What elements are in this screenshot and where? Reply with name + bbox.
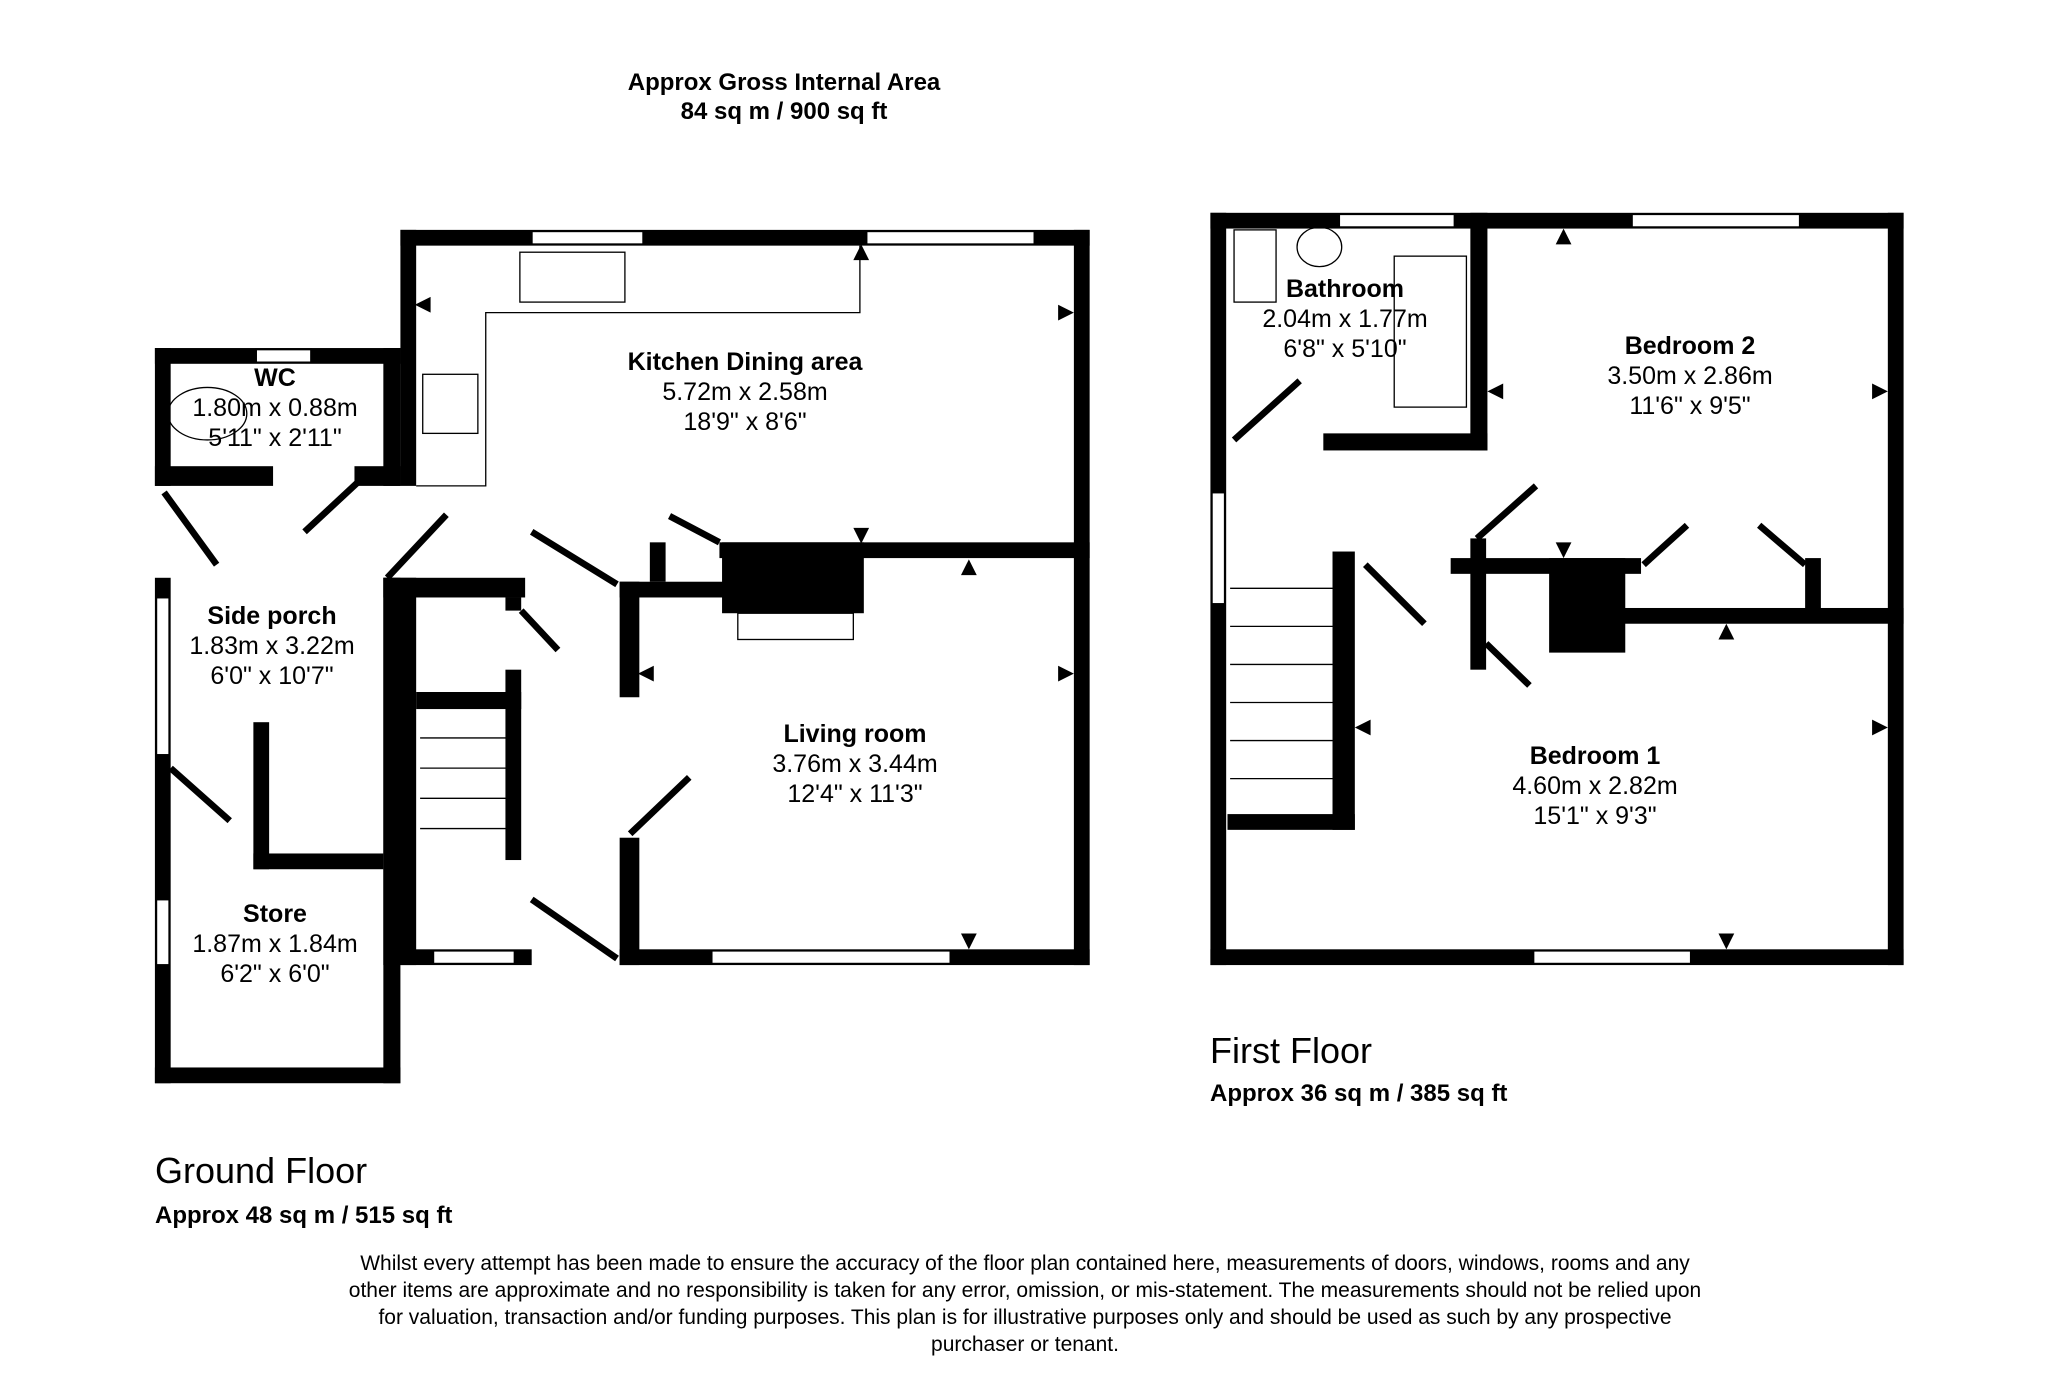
doors [161, 378, 1808, 962]
room-label-side-porch: Side porch 1.83m x 3.22m 6'0" x 10'7" [189, 602, 355, 690]
room-label-kitchen: Kitchen Dining area 5.72m x 2.58m 18'9" … [627, 348, 863, 436]
gross-area-header: Approx Gross Internal Area 84 sq m / 900… [0, 68, 1568, 126]
room-label-living-room: Living room 3.76m x 3.44m 12'4" x 11'3" [772, 720, 938, 808]
room-label-store: Store 1.87m x 1.84m 6'2" x 6'0" [192, 900, 358, 988]
gross-area-value: 84 sq m / 900 sq ft [680, 98, 888, 125]
room-label-bathroom: Bathroom 2.04m x 1.77m 6'8" x 5'10" [1262, 275, 1428, 363]
gross-area-title: Approx Gross Internal Area [627, 69, 941, 96]
ground-floor-area: Approx 48 sq m / 515 sq ft [155, 1202, 453, 1229]
fixtures [167, 226, 1468, 830]
room-label-wc: WC 1.80m x 0.88m 5'11" x 2'11" [192, 364, 358, 452]
first-floor-label: First Floor [1210, 1030, 1372, 1071]
room-label-bedroom-2: Bedroom 2 3.50m x 2.86m 11'6" x 9'5" [1607, 332, 1773, 420]
dimension-arrows [414, 228, 1888, 950]
ground-floor-label: Ground Floor [155, 1150, 368, 1191]
first-floor-area: Approx 36 sq m / 385 sq ft [1210, 1080, 1508, 1107]
windows [155, 213, 1801, 967]
disclaimer-text: Whilst every attempt has been made to en… [348, 1252, 1702, 1356]
room-label-bedroom-1: Bedroom 1 4.60m x 2.82m 15'1" x 9'3" [1512, 742, 1678, 830]
